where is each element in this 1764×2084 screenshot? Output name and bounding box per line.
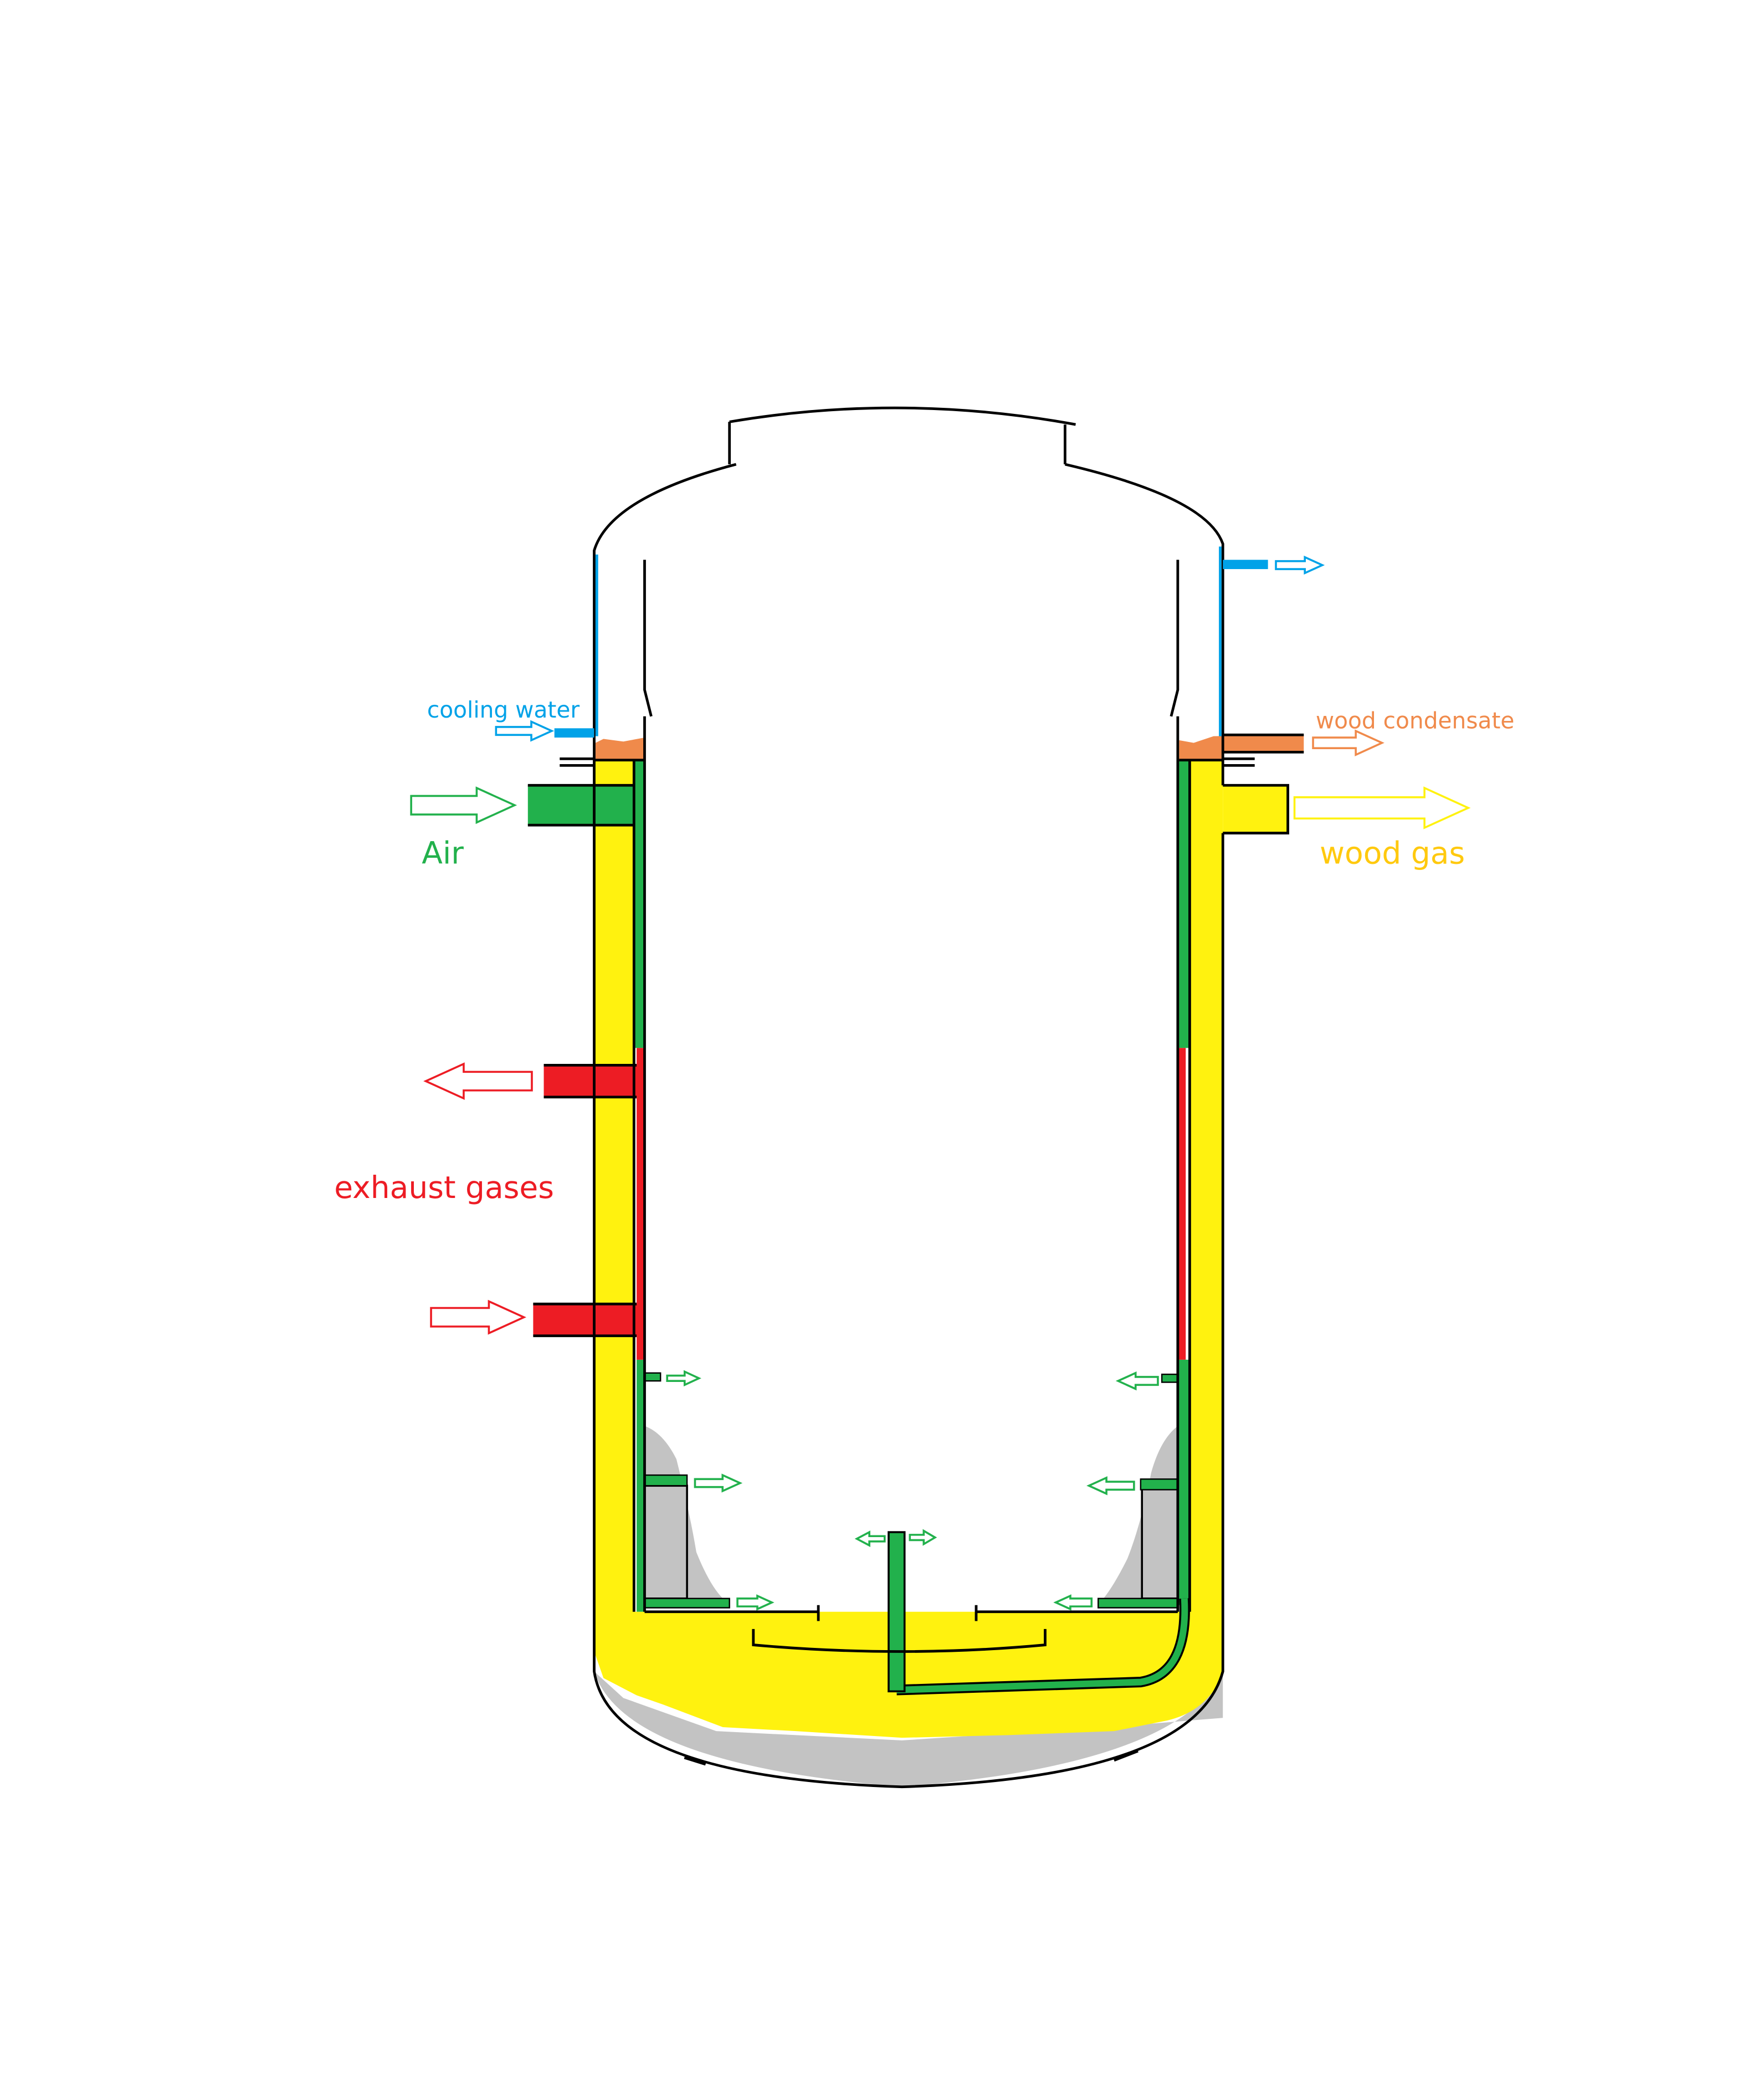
label-wood-condensate: wood condensate <box>1316 707 1515 734</box>
air-nozzle-arrow <box>1115 1371 1159 1391</box>
vessel-outline <box>560 406 1255 1789</box>
condensate-right <box>1179 735 1304 760</box>
air-in-arrow <box>410 786 517 825</box>
ash-bottom <box>594 1671 1223 1787</box>
cooling-water-outlet <box>1223 560 1268 570</box>
air-nozzle-arrow <box>736 1594 775 1611</box>
cooling-water-in-arrow <box>495 720 555 742</box>
air-nozzle-arrow <box>1086 1476 1135 1496</box>
air-nozzle-arrow <box>694 1473 743 1493</box>
exhaust-out-arrow <box>423 1062 533 1100</box>
wood-gas-out-arrow <box>1293 786 1471 829</box>
air-nozzle-arrow <box>1053 1594 1093 1611</box>
wood-gas-jacket-left <box>594 760 635 1616</box>
label-wood-gas: wood gas <box>1320 836 1465 871</box>
air-nozzle-arrow <box>909 1529 937 1546</box>
air-nozzle-arrow <box>666 1370 701 1387</box>
air-inlet-pipe <box>527 785 645 826</box>
exhaust-in-arrow <box>430 1299 526 1335</box>
label-air: Air <box>422 836 464 871</box>
exhaust-channel-right <box>1177 1048 1186 1360</box>
air-nozzle-arrow <box>854 1530 886 1547</box>
exhaust-channel-left <box>637 1048 645 1360</box>
condensate-out-arrow <box>1312 729 1384 756</box>
label-cooling-water: cooling water <box>427 697 580 723</box>
label-exhaust-gases: exhaust gases <box>334 1170 554 1205</box>
air-nozzle-center <box>888 1531 906 1693</box>
wood-gas-outlet-pipe <box>1223 785 1288 833</box>
wood-gas-jacket-right <box>1189 760 1223 1616</box>
cooling-water-out-arrow <box>1275 555 1325 575</box>
condensate-left <box>595 738 645 760</box>
air-channel-left <box>634 760 645 1048</box>
wood-gas-bottom-zone <box>594 1611 1223 1738</box>
cooling-water-inlet <box>554 728 594 738</box>
exhaust-inlet-pipe <box>533 1304 645 1336</box>
air-channel-right <box>1177 760 1190 1048</box>
